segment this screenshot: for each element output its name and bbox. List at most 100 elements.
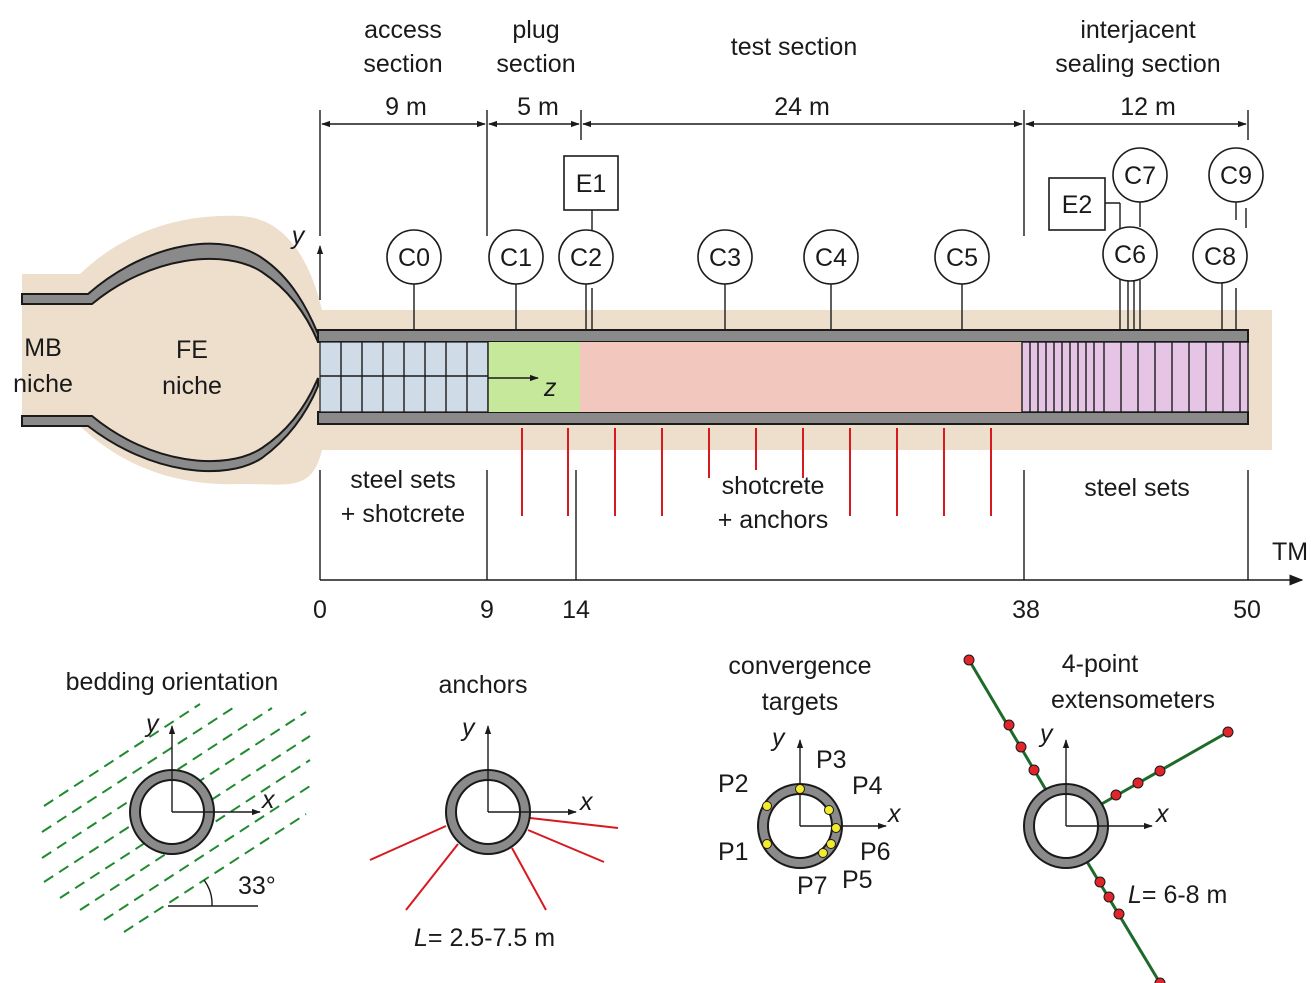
plug-label-1: plug (512, 16, 559, 44)
sensor-C8 (1192, 228, 1248, 284)
plug-length: 5 m (517, 93, 559, 121)
convergence-title-1: convergence (728, 652, 871, 680)
target-P3-label: P3 (816, 746, 847, 774)
sensor-C4-label: C4 (815, 244, 847, 272)
sensor-C9-label: C9 (1220, 162, 1252, 190)
interjacent-length: 12 m (1120, 93, 1176, 121)
plug-section-fill (488, 342, 580, 412)
sensor-C1 (488, 229, 544, 285)
target-P6-label: P6 (860, 838, 891, 866)
access-support-1: steel sets (350, 466, 456, 494)
sensor-C3 (697, 229, 753, 285)
bedding-title: bedding orientation (66, 668, 279, 696)
extensometer-E1-label: E1 (576, 170, 607, 198)
sensor-C1-label: C1 (500, 244, 532, 272)
convergence-target-points (762, 784, 841, 858)
extensometers-length: L= 6-8 m (1128, 881, 1227, 909)
target-P4 (824, 805, 834, 815)
sensor-C2 (558, 229, 614, 285)
test-length: 24 m (774, 93, 830, 121)
extensometer-E1 (563, 155, 619, 211)
target-P1 (762, 839, 772, 849)
anchors-title: anchors (439, 671, 528, 699)
dimension-lines (319, 110, 1249, 236)
interjacent-steel-sets (1029, 342, 1241, 412)
sensor-C7-label: C7 (1124, 162, 1156, 190)
anchors-bars (369, 817, 619, 911)
target-P4-label: P4 (852, 772, 883, 800)
extensometer-E2-label: E2 (1062, 191, 1093, 219)
extensometer-anchor-points (963, 654, 1234, 983)
plug-label-2: section (496, 50, 575, 78)
tunnel-longitudinal-section (21, 215, 1272, 516)
extensometer-E2 (1048, 177, 1106, 231)
tm-tick-9: 9 (480, 596, 494, 624)
tunnel-lining-bottom (317, 411, 1249, 425)
sensor-C4 (803, 229, 859, 285)
test-label: test section (731, 33, 857, 61)
interjacent-support: steel sets (1084, 474, 1190, 502)
tm-tick-0: 0 (313, 596, 327, 624)
fe-niche-label-1: FE (176, 336, 208, 364)
extensometers-title-1: 4-point (1062, 650, 1138, 678)
bedding-x-label: x (261, 786, 276, 814)
inset-convergence-targets: convergence targets y x P1 P2 P3 P4 P5 P… (718, 652, 902, 900)
tunnel-z-label: z (543, 374, 557, 402)
fe-niche-label-2: niche (162, 372, 222, 400)
inset-anchors: anchors y x L= 2.5-7.5 m (369, 671, 619, 952)
test-section-fill (580, 342, 1022, 412)
sensor-C8-label: C8 (1204, 243, 1236, 271)
convergence-y-label: y (770, 724, 786, 752)
tm-tick-14: 14 (562, 596, 590, 624)
access-support-2: + shotcrete (341, 500, 465, 528)
extensometers-title-2: extensometers (1051, 686, 1215, 714)
test-support-1: shotcrete (722, 472, 825, 500)
target-P2-label: P2 (718, 770, 749, 798)
support-and-tm-axis: steel sets + shotcrete shotcrete + ancho… (313, 466, 1308, 624)
sensor-C2-label: C2 (570, 244, 602, 272)
tunnel-lining-top (317, 329, 1249, 343)
target-P2 (762, 801, 772, 811)
convergence-sections: C0 C1 C2 E1 C3 C4 C5 E2 C6 C7 (386, 147, 1264, 330)
sensor-C9 (1208, 147, 1264, 203)
tm-tick-50: 50 (1233, 596, 1261, 624)
target-P7 (826, 839, 836, 849)
sensor-C6-label: C6 (1114, 241, 1146, 269)
interjacent-label-2: sealing section (1055, 50, 1220, 78)
anchors-length: L= 2.5-7.5 m (414, 924, 555, 952)
inset-bedding-orientation: bedding orientation y x 33° (41, 668, 311, 933)
convergence-title-2: targets (762, 688, 838, 716)
interjacent-label-1: interjacent (1080, 16, 1195, 44)
access-label-2: section (363, 50, 442, 78)
access-length: 9 m (385, 93, 427, 121)
section-headings: access section plug section test section… (363, 16, 1220, 121)
target-P3 (795, 784, 805, 794)
inset-extensometers: 4-point extensometers y x L= 6-8 m (963, 650, 1234, 983)
convergence-x-label: x (887, 800, 902, 828)
access-label-1: access (364, 16, 442, 44)
tm-axis-label: TM (1272, 538, 1308, 566)
extensometers-y-label: y (1038, 720, 1054, 748)
sensor-C0 (386, 229, 442, 285)
test-support-2: + anchors (718, 506, 829, 534)
target-P6 (831, 823, 841, 833)
anchors-x-label: x (579, 788, 594, 816)
anchors-y-label: y (460, 714, 476, 742)
sensor-C5 (934, 229, 990, 285)
sensor-C7 (1112, 147, 1168, 203)
interjacent-section-fill (1021, 341, 1249, 413)
sensor-C6 (1102, 226, 1158, 282)
mb-niche-label-2: niche (13, 370, 73, 398)
mb-niche-label-1: MB (24, 334, 62, 362)
target-P5 (818, 848, 828, 858)
mb-niche-wall-bottom (21, 377, 319, 473)
target-P7-label: P7 (797, 872, 828, 900)
target-P1-label: P1 (718, 838, 749, 866)
extensometers-x-label: x (1155, 800, 1170, 828)
sensor-C5-label: C5 (946, 244, 978, 272)
sensor-C0-label: C0 (398, 244, 430, 272)
tm-tick-38: 38 (1012, 596, 1040, 624)
tunnel-y-label: y (290, 222, 306, 250)
target-P5-label: P5 (842, 866, 873, 894)
